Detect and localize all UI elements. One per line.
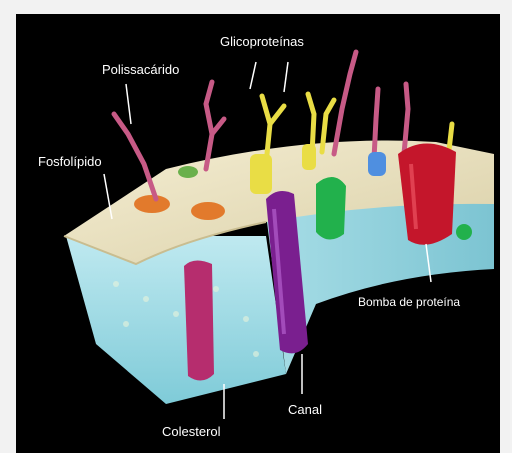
membrane-front-face xyxy=(66,236,286,404)
lipid-spot xyxy=(134,195,170,213)
label-glicoproteinas: Glicoproteínas xyxy=(220,34,304,49)
proteina-verde xyxy=(316,177,346,240)
label-polissacaridio: Polissacárido xyxy=(102,62,179,77)
proteina-verde-small xyxy=(456,224,472,240)
colesterol-molecule xyxy=(184,260,214,380)
lipid-spot xyxy=(191,202,225,220)
membrane-diagram: Fosfolípido Polissacárido Glicoproteínas… xyxy=(16,14,500,453)
label-bomba-proteina: Bomba de proteína xyxy=(358,295,460,309)
glicoproteina-body xyxy=(302,144,316,170)
label-fosfolipidio: Fosfolípido xyxy=(38,154,102,169)
proteina-azul xyxy=(368,152,386,176)
label-colesterol: Colesterol xyxy=(162,424,221,439)
green-spot xyxy=(178,166,198,178)
label-canal: Canal xyxy=(288,402,322,417)
diagram-canvas: Fosfolípido Polissacárido Glicoproteínas… xyxy=(16,14,500,453)
glicoproteina-body xyxy=(250,154,272,194)
